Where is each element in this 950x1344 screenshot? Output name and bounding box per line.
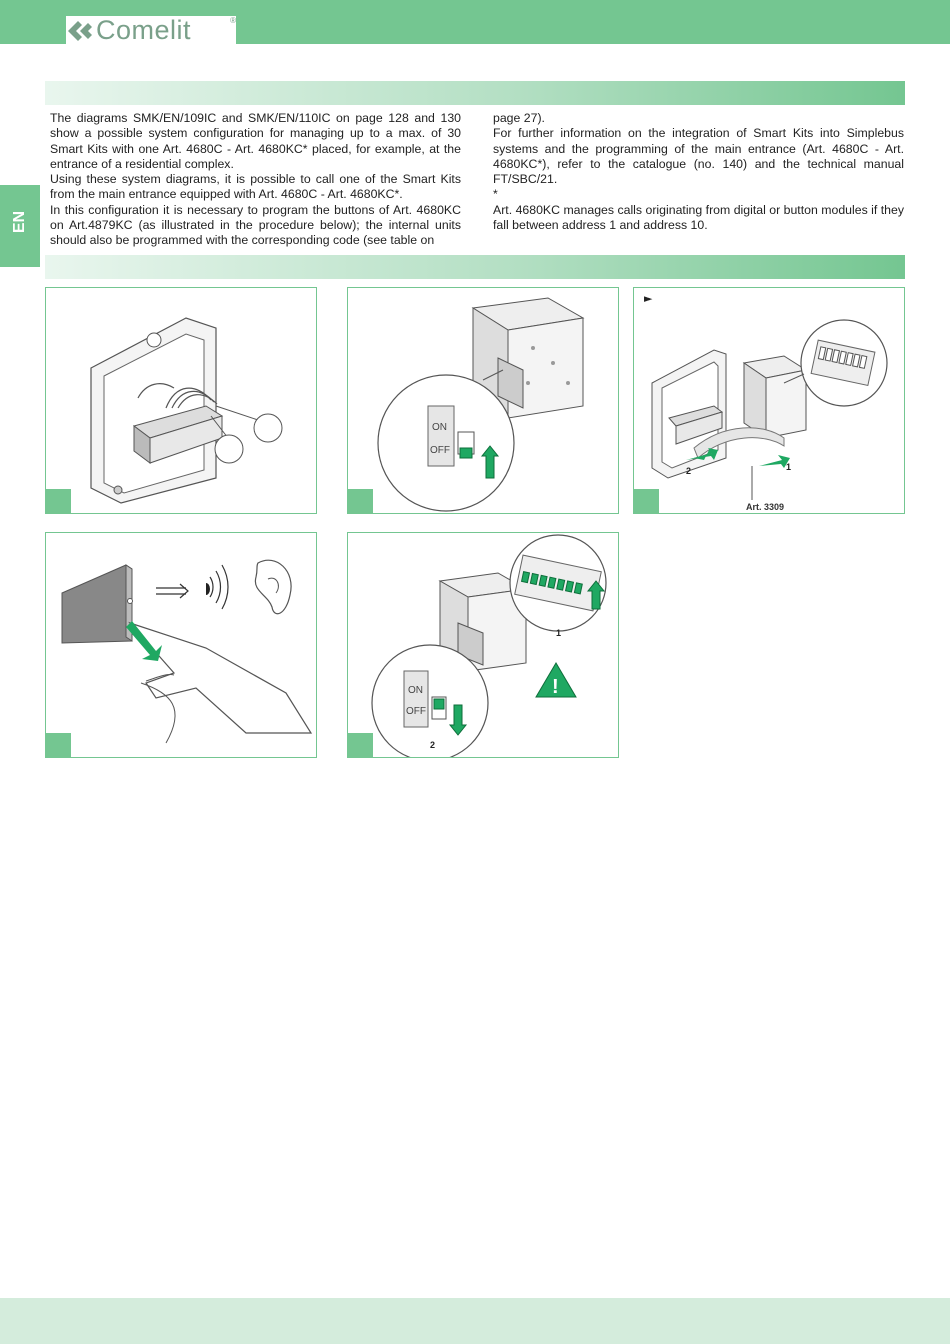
section-band-procedure — [45, 255, 905, 279]
figure-switch-on: ON OFF — [347, 287, 619, 514]
cable-caption: Art. 3309 — [746, 502, 785, 512]
brand-name: Comelit — [96, 15, 192, 45]
intro-paragraph: * — [493, 187, 498, 202]
intro-paragraph: In this configuration it is necessary to… — [50, 202, 461, 248]
switch-on-label: ON — [432, 422, 447, 433]
switch-off-label: OFF — [406, 706, 426, 717]
figure-corner-marker — [45, 489, 71, 514]
intro-paragraph: Art. 4680KC manages calls originating fr… — [493, 202, 904, 233]
step-label-2: 2 — [430, 740, 435, 750]
language-tab-label: EN — [11, 210, 28, 234]
bullet-marker: ► — [644, 292, 653, 305]
step-label-1: 1 — [786, 462, 791, 472]
figure-corner-marker — [347, 489, 373, 514]
step-label-2: 2 — [686, 466, 691, 476]
switch-off-illustration: 1 ON OFF 2 ! — [371, 534, 607, 757]
intro-paragraph: The diagrams SMK/EN/109IC and SMK/EN/110… — [50, 111, 461, 171]
step-label-1: 1 — [556, 628, 561, 638]
frame-wiring-illustration — [90, 317, 283, 504]
footer-bar — [0, 1298, 950, 1344]
intro-left-column: The diagrams SMK/EN/109IC and SMK/EN/110… — [50, 111, 461, 249]
figure-switch-off: 1 ON OFF 2 ! — [347, 532, 619, 758]
intro-paragraph: page 27). — [493, 111, 545, 125]
switch-on-illustration: ON OFF — [377, 297, 585, 512]
intro-paragraph: For further information on the integrati… — [493, 126, 904, 187]
warning-mark: ! — [552, 676, 559, 698]
trademark: ® — [230, 16, 236, 25]
intro-right-column: page 27). For further information on the… — [493, 111, 904, 233]
switch-on-label: ON — [408, 685, 423, 696]
figure-frame-wiring — [45, 287, 317, 514]
intro-paragraph: Using these system diagrams, it is possi… — [50, 172, 461, 202]
figure-corner-marker — [633, 489, 659, 514]
figure-ribbon-connection: ► 2 1 Art. 3309 — [633, 287, 905, 514]
section-band-top — [45, 81, 905, 105]
switch-off-label: OFF — [430, 445, 450, 456]
figure-corner-marker — [45, 733, 71, 758]
logo-mark-icon — [68, 21, 92, 41]
ribbon-connection-illustration: ► 2 1 — [644, 292, 888, 500]
figure-corner-marker — [347, 733, 373, 758]
warning-icon — [535, 662, 577, 698]
figure-press-button — [45, 532, 317, 758]
press-button-illustration — [61, 559, 313, 744]
brand-logo: Comelit ® — [66, 16, 236, 45]
language-tab: EN — [0, 185, 40, 267]
